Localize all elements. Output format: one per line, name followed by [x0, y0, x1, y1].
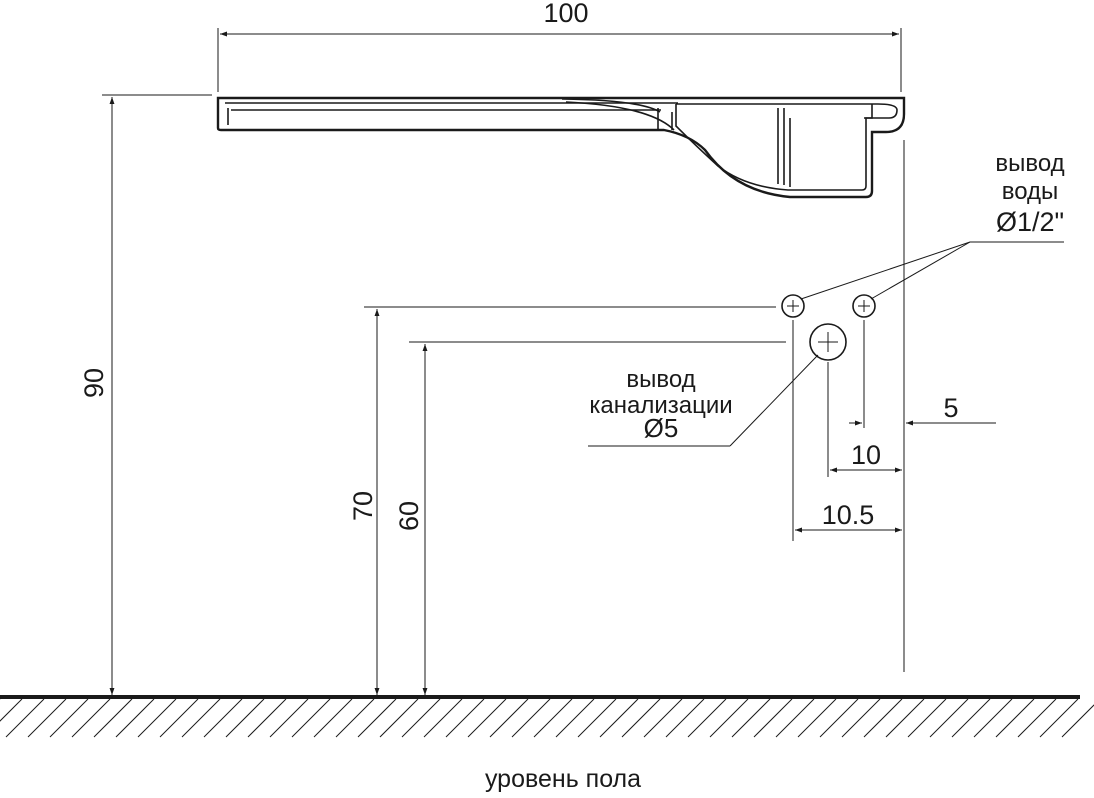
floor-hatch-line [401, 698, 441, 738]
offset-extension-lines [792, 320, 865, 541]
floor-hatch-line [643, 698, 683, 738]
dimension-water-height [364, 306, 776, 695]
floor-hatch-line [247, 698, 287, 738]
basin-profile [216, 96, 906, 199]
dimension-basin-height [102, 94, 212, 695]
floor-hatch-line [599, 698, 639, 738]
floor-hatch-line [0, 698, 23, 722]
floor-hatch-line [577, 698, 617, 738]
floor-hatch-line [907, 698, 947, 738]
floor-hatch-line [511, 698, 551, 738]
floor-hatch-line [181, 698, 221, 738]
dimension-width [217, 28, 902, 92]
floor-hatch-line [973, 698, 1013, 738]
floor-hatch-line [885, 698, 925, 738]
floor-hatch-line [71, 698, 111, 738]
dimension-water-height-label: 70 [348, 491, 378, 521]
floor-hatch-line [467, 698, 507, 738]
floor-hatch-line [951, 698, 991, 738]
drain-outlet-label-line2: канализации [589, 392, 732, 419]
dimension-drain-height [409, 341, 786, 695]
floor-hatch-line [5, 698, 45, 738]
dimension-drain-right-offset-label: 10 [851, 440, 881, 470]
floor-hatch-line [1039, 698, 1079, 738]
floor-hatch-line [555, 698, 595, 738]
floor-hatch-line [995, 698, 1035, 738]
floor-hatch-line [1017, 698, 1057, 738]
floor-hatch-line [863, 698, 903, 738]
floor-hatch-line [357, 698, 397, 738]
floor-hatch-line [445, 698, 485, 738]
dimension-basin-height-label: 90 [79, 368, 109, 398]
floor-hatch-line [665, 698, 705, 738]
floor-hatch-line [731, 698, 771, 738]
floor-hatch-line [753, 698, 793, 738]
floor-hatch-line [709, 698, 749, 738]
floor-hatch-line [621, 698, 661, 738]
floor-hatch-line [291, 698, 331, 738]
dimension-drain-height-label: 60 [394, 501, 424, 531]
floor [0, 695, 1094, 738]
floor-hatch-line [159, 698, 199, 738]
floor-hatch-line [929, 698, 969, 738]
floor-hatch-line [687, 698, 727, 738]
drain-outlet [809, 323, 847, 361]
floor-hatch-line [489, 698, 529, 738]
water-outlet-leader [800, 241, 1064, 300]
floor-hatch-line [203, 698, 243, 738]
drain-outlet-leader [588, 354, 819, 447]
water-outlet-diameter: Ø1/2" [996, 207, 1064, 237]
floor-hatch-line [27, 698, 67, 738]
dimension-water-right-offset-label: 5 [943, 393, 958, 423]
floor-hatch-line [797, 698, 837, 738]
floor-level-label: уровень пола [485, 765, 641, 793]
water-outlet-label-line1: вывод [995, 150, 1064, 177]
floor-hatch-line [49, 698, 89, 738]
floor-hatch-line [93, 698, 133, 738]
dimension-water-left-offset-label: 10.5 [822, 500, 875, 530]
drain-outlet-label-line1: вывод [626, 366, 695, 393]
water-outlet-label-line2: воды [1002, 178, 1059, 205]
drain-outlet-diameter: Ø5 [644, 413, 679, 443]
floor-hatch-line [269, 698, 309, 738]
floor-hatch-line [137, 698, 177, 738]
floor-hatch-line [423, 698, 463, 738]
water-outlet-left [781, 294, 805, 318]
floor-hatch-line [533, 698, 573, 738]
water-outlet-right [852, 294, 876, 318]
dimension-width-label: 100 [543, 0, 588, 28]
floor-hatch-line [841, 698, 881, 738]
floor-hatch-line [313, 698, 353, 738]
floor-hatch-line [775, 698, 815, 738]
floor-hatch-line [115, 698, 155, 738]
floor-hatch-line [225, 698, 265, 738]
floor-hatch-line [379, 698, 419, 738]
floor-hatch-line [335, 698, 375, 738]
floor-hatch-line [1061, 704, 1094, 738]
floor-hatch-line [819, 698, 859, 738]
